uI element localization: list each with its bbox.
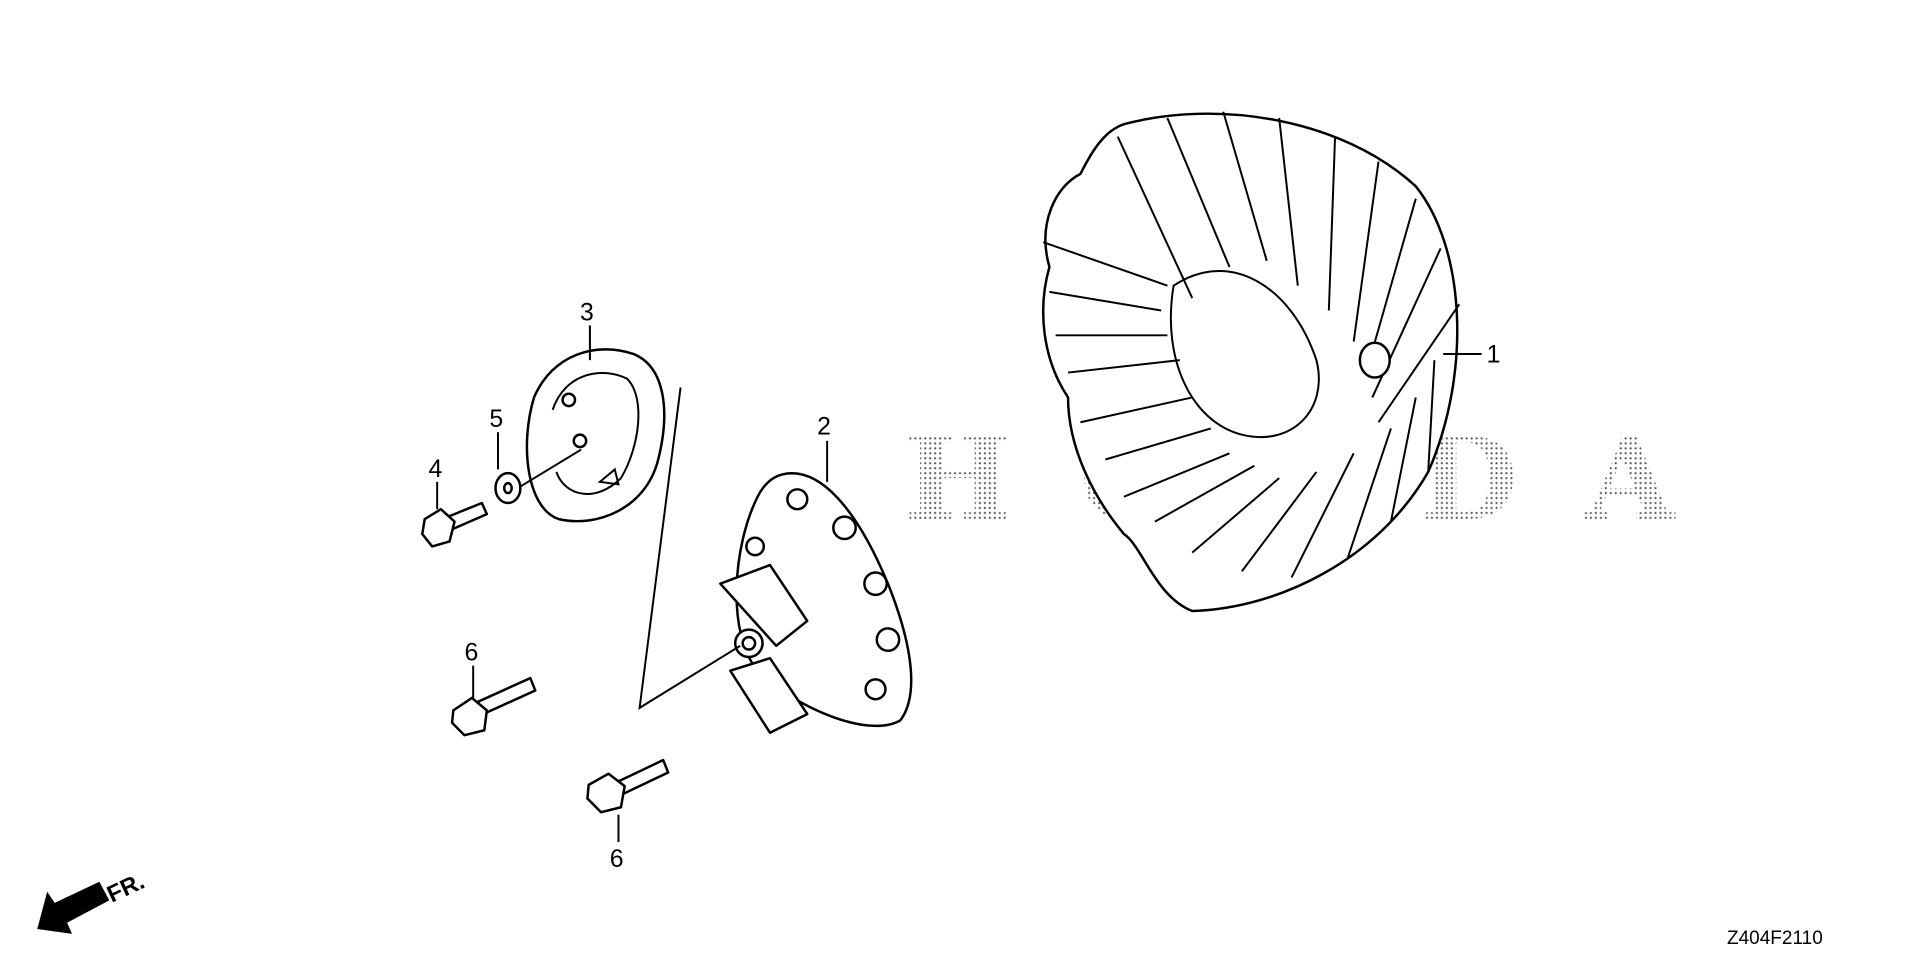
callout-2: 2: [817, 414, 831, 441]
bolt-4[interactable]: [421, 501, 489, 548]
flange-bolt-6b[interactable]: [586, 758, 670, 814]
callout-3: 3: [580, 299, 594, 326]
washer[interactable]: [494, 471, 522, 505]
callout-1: 1: [1487, 342, 1501, 369]
callout-6-lower: 6: [610, 846, 624, 873]
flange-bolt-6a[interactable]: [450, 676, 537, 737]
callout-6-upper: 6: [464, 640, 478, 667]
callout-5: 5: [489, 406, 503, 433]
callout-4: 4: [428, 456, 442, 483]
flywheel-fan[interactable]: [1041, 111, 1461, 613]
front-direction-label: FR.: [103, 868, 148, 908]
fan-hub[interactable]: [719, 472, 913, 734]
front-direction-arrow-icon: [37, 881, 110, 934]
diagram-code: Z404F2110: [1727, 928, 1823, 949]
starter-pulley[interactable]: [525, 348, 666, 523]
